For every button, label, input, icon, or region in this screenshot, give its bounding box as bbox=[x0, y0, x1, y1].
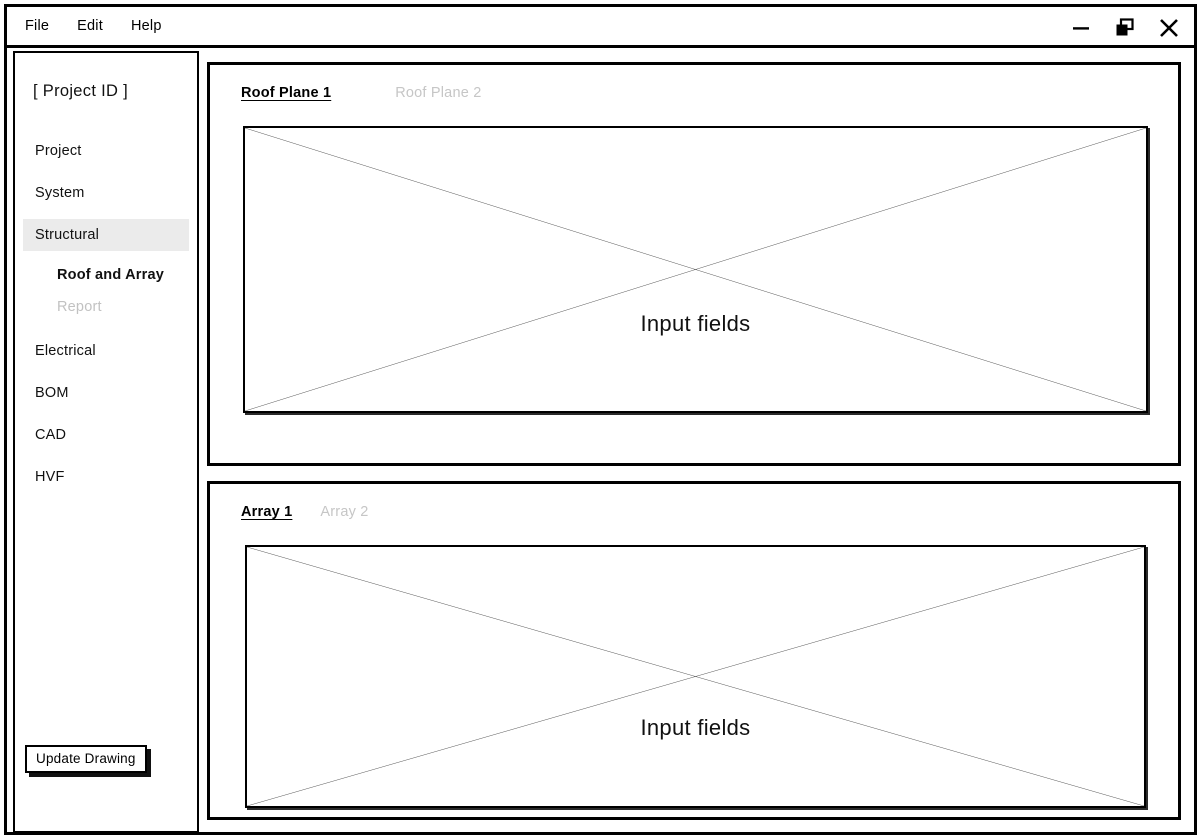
tab-roof-plane-2[interactable]: Roof Plane 2 bbox=[395, 85, 482, 101]
tab-array-1[interactable]: Array 1 bbox=[241, 504, 293, 520]
tab-roof-plane-1[interactable]: Roof Plane 1 bbox=[241, 85, 332, 101]
sidebar-item-electrical[interactable]: Electrical bbox=[35, 343, 96, 359]
restore-icon[interactable] bbox=[1112, 15, 1138, 41]
update-drawing-button-wrap: Update Drawing bbox=[25, 745, 147, 773]
array-input-fields-placeholder[interactable]: Input fields bbox=[245, 545, 1146, 808]
sidebar-nav: Project System Structural Roof and Array… bbox=[15, 135, 197, 503]
menu-edit[interactable]: Edit bbox=[77, 18, 103, 34]
main-content: Roof Plane 1 Roof Plane 2 Input fields A… bbox=[207, 51, 1189, 829]
roof-plane-panel: Roof Plane 1 Roof Plane 2 Input fields bbox=[207, 62, 1181, 466]
roof-plane-tabs: Roof Plane 1 Roof Plane 2 bbox=[241, 85, 481, 101]
array-panel: Array 1 Array 2 Input fields bbox=[207, 481, 1181, 820]
array-placeholder-label: Input fields bbox=[640, 715, 751, 741]
sidebar: [ Project ID ] Project System Structural… bbox=[13, 51, 199, 833]
sidebar-item-bom[interactable]: BOM bbox=[35, 385, 69, 401]
sidebar-item-structural[interactable]: Structural bbox=[23, 219, 189, 251]
sidebar-item-report[interactable]: Report bbox=[57, 299, 102, 315]
sidebar-item-project[interactable]: Project bbox=[35, 143, 82, 159]
sidebar-item-roof-and-array[interactable]: Roof and Array bbox=[57, 267, 164, 283]
application-window: File Edit Help bbox=[4, 4, 1197, 835]
sidebar-item-hvf[interactable]: HVF bbox=[35, 469, 65, 485]
menu-file[interactable]: File bbox=[25, 18, 50, 34]
menu-bar: File Edit Help bbox=[23, 16, 164, 36]
close-icon[interactable] bbox=[1156, 15, 1182, 41]
cross-lines-icon bbox=[245, 128, 1146, 411]
title-bar: File Edit Help bbox=[7, 7, 1194, 48]
roof-plane-input-fields-placeholder[interactable]: Input fields bbox=[243, 126, 1148, 413]
window-controls bbox=[1068, 7, 1182, 48]
minimize-icon[interactable] bbox=[1068, 15, 1094, 41]
body-area: [ Project ID ] Project System Structural… bbox=[7, 48, 1194, 833]
menu-help[interactable]: Help bbox=[130, 18, 162, 34]
tab-array-2[interactable]: Array 2 bbox=[320, 504, 369, 520]
update-drawing-button[interactable]: Update Drawing bbox=[25, 745, 147, 773]
roof-plane-placeholder-label: Input fields bbox=[640, 311, 751, 337]
sidebar-item-system[interactable]: System bbox=[35, 185, 85, 201]
array-tabs: Array 1 Array 2 bbox=[241, 504, 369, 520]
cross-lines-icon bbox=[247, 547, 1144, 806]
project-id-label: [ Project ID ] bbox=[33, 82, 128, 100]
sidebar-item-cad[interactable]: CAD bbox=[35, 427, 67, 443]
